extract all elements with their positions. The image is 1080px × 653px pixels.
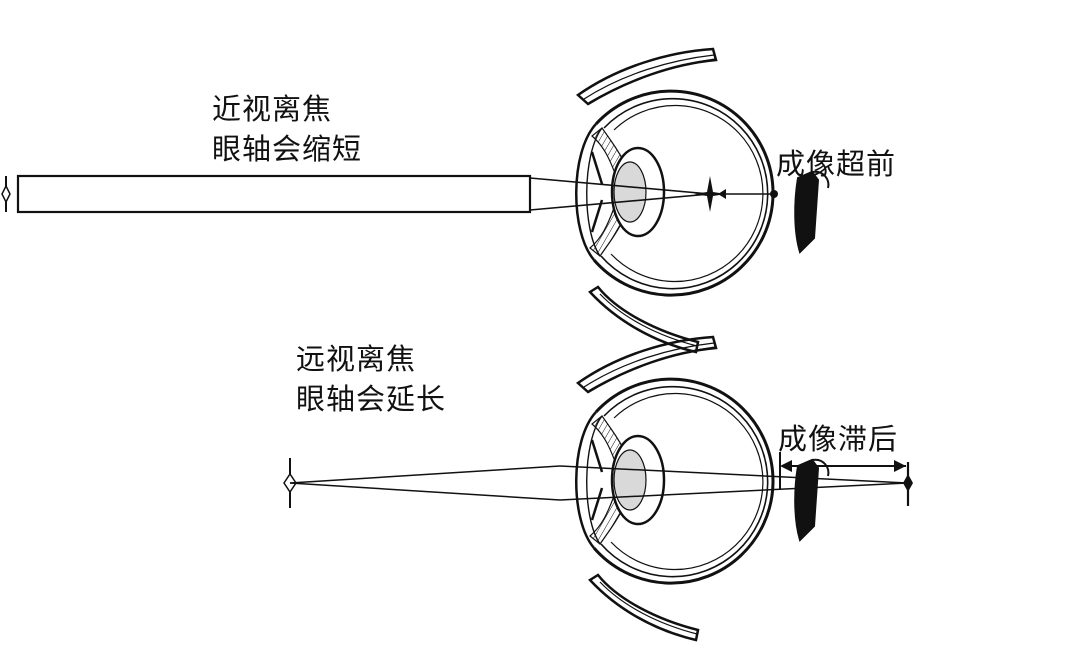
ray-in-lower <box>289 482 561 501</box>
myopia-section <box>1 47 830 354</box>
ray-in-upper <box>289 465 561 484</box>
myopia-image-label: 成像超前 <box>776 147 897 181</box>
object-marker-diamond <box>1 184 11 204</box>
ray-upper <box>529 177 711 195</box>
hyperopia-image-label: 成像滞后 <box>778 422 899 456</box>
eye-myopia <box>574 47 830 354</box>
ray-lower <box>529 193 711 211</box>
hyperopia-caption-line2: 眼轴会延长 <box>296 382 447 416</box>
ray-out-upper <box>559 465 909 484</box>
arrow-head <box>718 189 726 199</box>
lag-arrow-left <box>780 460 792 472</box>
image-marker-right-diamond <box>903 474 913 492</box>
parallel-beam <box>16 174 532 214</box>
focus-point <box>694 176 726 212</box>
hyperopia-section <box>283 335 913 642</box>
myopia-caption-line1: 近视离焦 <box>212 92 333 126</box>
ray-out-lower <box>559 482 909 501</box>
myopia-caption-line2: 眼轴会缩短 <box>212 132 363 166</box>
retina-point <box>770 190 778 198</box>
hyperopia-caption-line1: 远视离焦 <box>296 342 417 376</box>
lag-arrow-right <box>894 460 906 472</box>
